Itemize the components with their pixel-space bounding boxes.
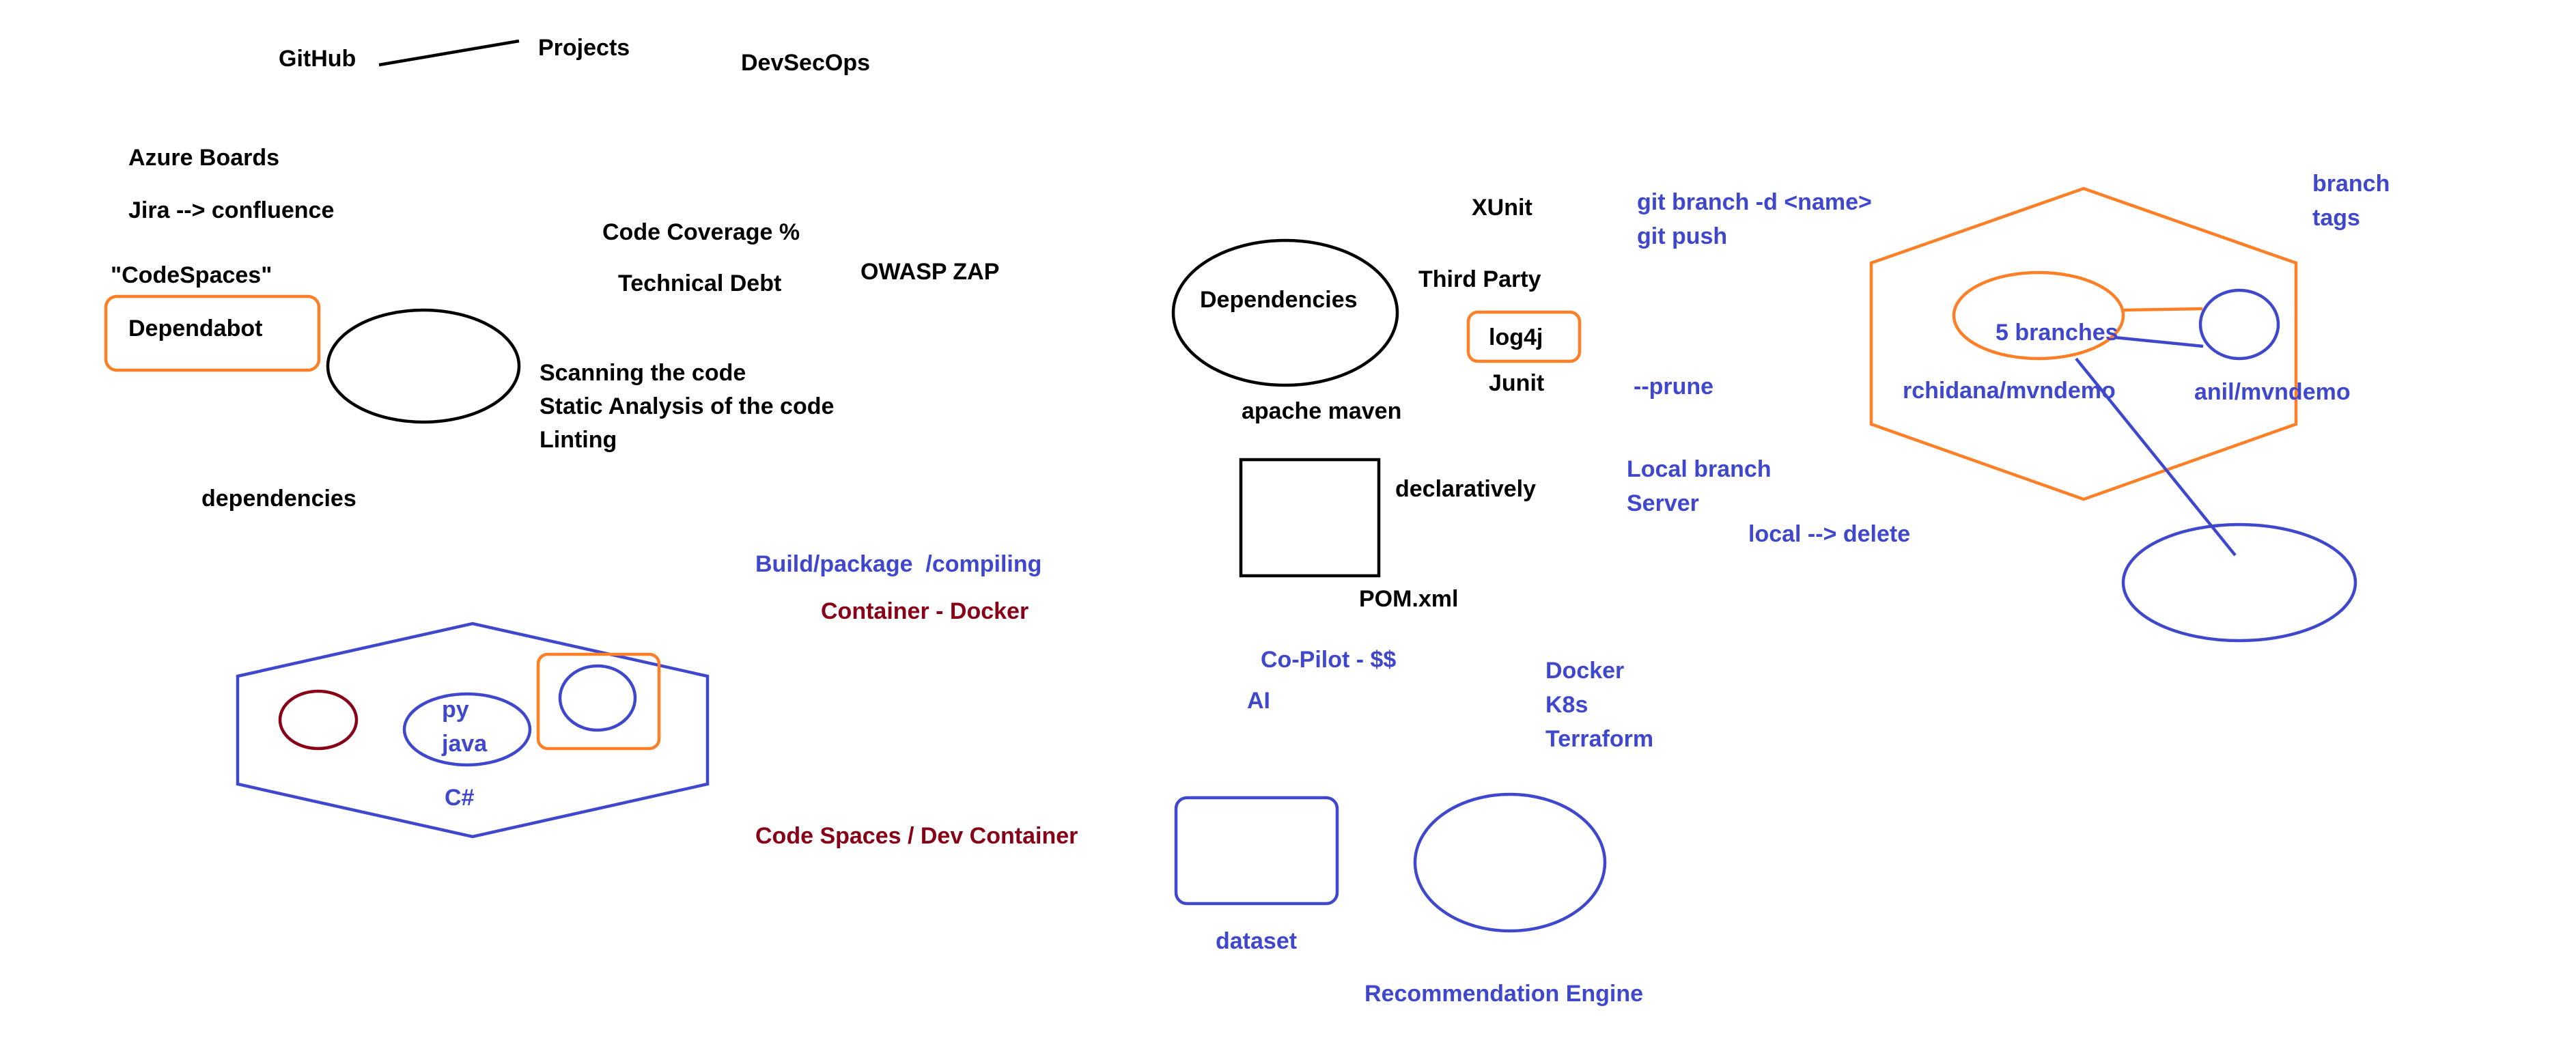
build-package-label: Build/package /compiling (755, 551, 1041, 577)
log4j-label: log4j (1489, 324, 1543, 350)
github-label: GitHub (279, 46, 356, 72)
ai-label: AI (1247, 688, 1270, 714)
prune-label: --prune (1634, 374, 1713, 400)
lang-csharp-label: C# (445, 785, 475, 811)
small-blue-circle (558, 664, 637, 732)
github-projects-connector (378, 39, 520, 67)
owasp-zap-label: OWASP ZAP (860, 259, 999, 285)
five-branches-label: 5 branches (1996, 320, 2118, 346)
devsecops-label: DevSecOps (741, 50, 870, 76)
dataset-box (1174, 796, 1339, 906)
third-party-label: Third Party (1418, 266, 1541, 292)
language-container-hexagon (236, 622, 710, 839)
copilot-label: Co-Pilot - $$ (1261, 647, 1396, 673)
recommendation-ellipse (1413, 792, 1607, 933)
apache-maven-label: apache maven (1242, 398, 1401, 424)
fork-blue-connector (2114, 335, 2204, 348)
scanning-label: Scanning the code (540, 360, 746, 386)
repo-hexagon (1869, 186, 2298, 501)
declaratively-label: declaratively (1395, 476, 1536, 502)
git-push-label: git push (1637, 223, 1727, 249)
linting-label: Linting (540, 427, 617, 453)
local-clone-ellipse (2121, 522, 2357, 643)
k8s-label: K8s (1545, 692, 1588, 718)
log4j-box (1466, 310, 1582, 363)
dependencies-title: Dependencies (1200, 287, 1358, 313)
dark-red-circle (278, 689, 359, 751)
local-delete-label: local --> delete (1748, 521, 1910, 547)
fork-orange-connector (2123, 307, 2203, 312)
projects-label: Projects (538, 35, 630, 61)
rchidana-repo-label: rchidana/mvndemo (1903, 378, 2116, 404)
pom-square (1239, 458, 1381, 578)
language-ellipse (402, 692, 532, 767)
tags-label: tags (2312, 205, 2360, 231)
codespaces-quoted-label: "CodeSpaces" (111, 262, 272, 288)
lang-java-label: java (441, 731, 488, 757)
code-coverage-label: Code Coverage % (602, 219, 800, 245)
recommendation-engine-label: Recommendation Engine (1364, 981, 1643, 1007)
dataset-label: dataset (1216, 928, 1297, 954)
pom-xml-label: POM.xml (1359, 586, 1458, 612)
lang-py-label: py (442, 697, 469, 723)
local-branch-label: Local branch (1627, 456, 1772, 482)
anil-repo-label: anil/mvndemo (2194, 379, 2351, 405)
clone-connector-line (2075, 357, 2237, 557)
technical-debt-label: Technical Debt (618, 270, 781, 296)
jira-confluence-label: Jira --> confluence (128, 197, 334, 223)
orange-square-highlight (536, 652, 661, 751)
container-docker-label: Container - Docker (821, 598, 1028, 624)
xunit-label: XUnit (1472, 195, 1532, 221)
fork-circle (2198, 288, 2280, 361)
dependencies-ellipse (1171, 238, 1399, 387)
docker-label: Docker (1545, 658, 1624, 684)
branch-label: branch (2312, 171, 2390, 197)
azure-boards-label: Azure Boards (128, 145, 279, 171)
dependabot-box (104, 294, 321, 372)
five-branches-ellipse (1952, 270, 2125, 361)
static-analysis-label: Static Analysis of the code (540, 393, 834, 419)
code-spaces-dev-container-label: Code Spaces / Dev Container (755, 823, 1078, 849)
dependabot-label: Dependabot (128, 316, 262, 341)
junit-label: Junit (1489, 370, 1544, 396)
scanning-ellipse (326, 308, 521, 424)
server-label: Server (1627, 490, 1699, 516)
terraform-label: Terraform (1545, 726, 1653, 752)
dependencies-label: dependencies (201, 486, 356, 512)
git-branch-delete-label: git branch -d <name> (1637, 189, 1872, 215)
